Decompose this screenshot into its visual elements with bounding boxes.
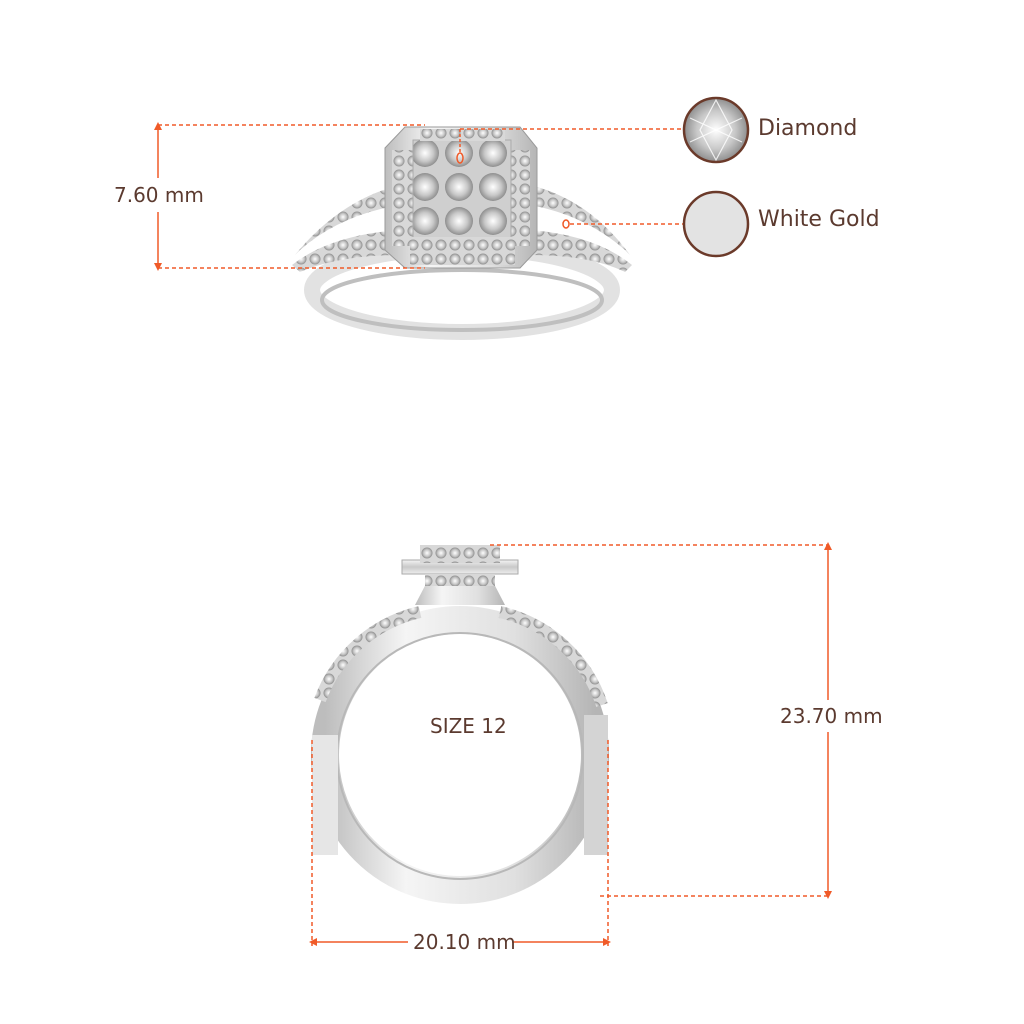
ring-top-view <box>292 126 632 340</box>
top-height-label: 7.60 mm <box>114 183 204 207</box>
side-width-label: 20.10 mm <box>413 930 516 954</box>
side-height-label: 23.70 mm <box>780 704 883 728</box>
legend-leaders <box>456 128 683 229</box>
diamond-swatch-icon <box>682 96 750 164</box>
width-dimension-side <box>309 740 611 946</box>
white-gold-swatch-icon <box>682 190 750 258</box>
legend-label-diamond: Diamond <box>758 116 858 141</box>
height-dimension-top <box>154 122 425 271</box>
height-dimension-side <box>490 542 832 899</box>
ring-side-view <box>311 545 609 904</box>
legend-label-white-gold: White Gold <box>758 207 880 232</box>
ring-size-label: SIZE 12 <box>430 714 507 738</box>
